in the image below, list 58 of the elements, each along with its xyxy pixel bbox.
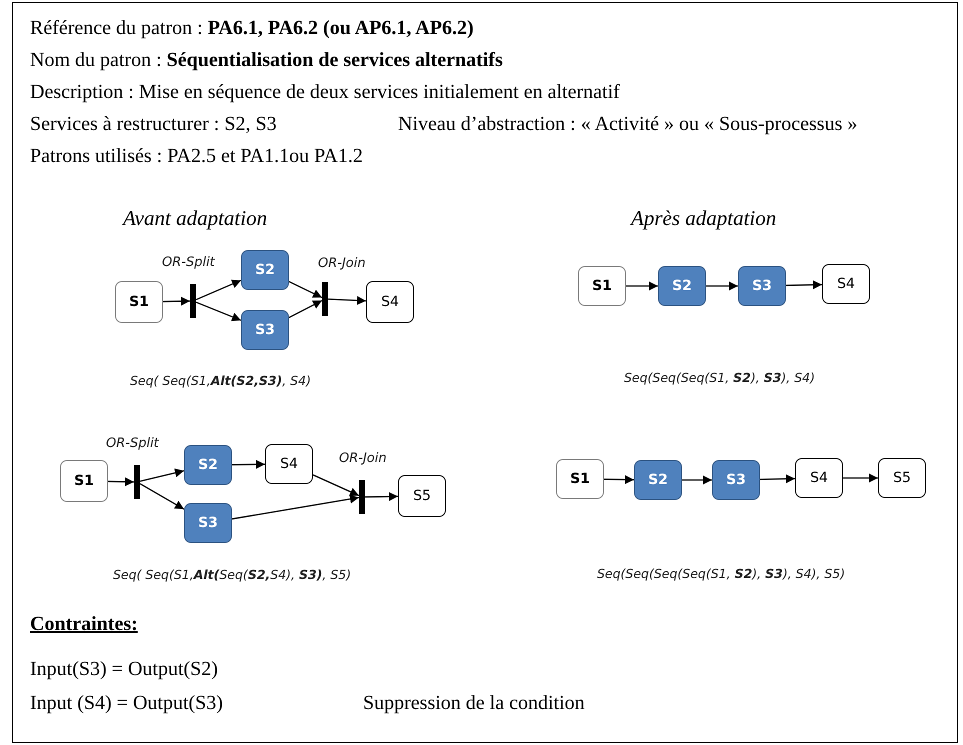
formula-text: Seq( Seq(S1,Alt(Seq(S2,S4), S3), S5) [113,567,352,582]
activity-box: S3 [712,460,760,500]
formula-text: Seq(Seq(Seq(Seq(S1, S2), S3), S4), S5) [597,566,846,581]
arrow [232,460,265,469]
arrow [232,494,360,520]
formula-text: Seq(Seq(Seq(S1, S2), S3), S4) [624,370,815,385]
service-box: S4 [795,458,843,498]
header-line: Services à restructurer : S2, S3 [30,113,277,136]
arrow [140,483,184,510]
service-box: S4 [366,281,414,323]
arrow [626,282,658,290]
header-line: Patrons utilisés : PA2.5 et PA1.1ou PA1.2 [30,145,363,168]
arrow [140,468,184,482]
service-box: S5 [878,458,926,498]
arrow [162,296,190,306]
constraint-text: Input (S4) = Output(S3) [30,692,223,715]
arrow [843,474,878,482]
activity-box: S2 [658,266,706,306]
arrow [604,475,634,484]
arrow [364,492,398,502]
activity-box: S3 [184,503,232,543]
arrow [196,302,242,322]
arrow [312,474,360,496]
service-box: S4 [822,264,870,304]
header-line: Description : Mise en séquence de deux services initialement en alternatif [30,81,620,104]
arrow [196,280,242,300]
arrow [108,477,134,486]
note-text: Suppression de la condition [363,692,585,715]
gateway-label: OR-Split [106,436,159,451]
section-title: Après adaptation [631,206,776,231]
service-box: S5 [398,475,446,517]
activity-box: S2 [634,460,682,500]
gateway-label: OR-Split [162,255,215,270]
activity-box: S2 [241,250,289,290]
activity-box: S2 [184,445,232,485]
header-line: Niveau d’abstraction : « Activité » ou « Sous-processus » [398,113,858,136]
arrow [328,296,366,305]
service-box: S1 [60,460,108,502]
service-box: S1 [578,266,626,306]
section-heading: Contraintes: [30,613,138,636]
arrow [786,280,822,290]
activity-box: S3 [241,310,289,350]
arrow [288,281,322,298]
arrow [706,282,738,290]
formula-text: Seq( Seq(S1,Alt(S2,S3), S4) [130,373,311,388]
service-box: S1 [556,459,604,499]
arrow [288,300,322,318]
service-box: S1 [115,281,163,323]
arrow [760,474,796,484]
gateway-label: OR-Join [339,451,387,466]
arrow [682,476,712,484]
section-title: Avant adaptation [123,206,268,231]
constraint-text: Input(S3) = Output(S2) [30,658,218,681]
gateway-label: OR-Join [318,256,366,271]
header-line: Référence du patron : PA6.1, PA6.2 (ou AP6.1, AP6.2) [30,17,474,40]
activity-box: S3 [738,266,786,306]
service-box: S4 [265,444,313,484]
header-line: Nom du patron : Séquentialisation de services alternatifs [30,49,503,72]
